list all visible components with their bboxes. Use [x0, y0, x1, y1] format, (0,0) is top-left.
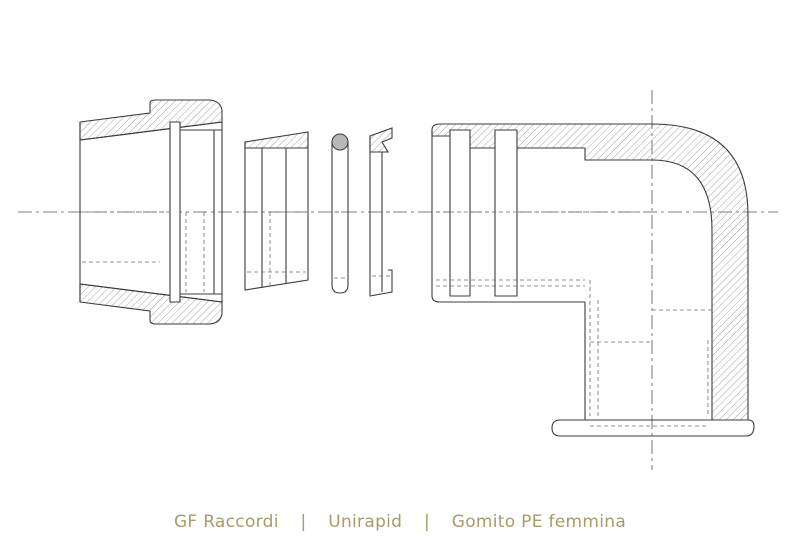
caption-brand: GF Raccordi — [173, 512, 279, 532]
o-ring — [332, 134, 348, 293]
clamping-nut — [80, 100, 222, 324]
caption-separator-2: | — [424, 512, 431, 532]
thrust-ring — [370, 128, 392, 296]
elbow-body — [432, 124, 754, 436]
caption-separator-1: | — [300, 512, 307, 532]
technical-drawing — [18, 90, 778, 470]
gripping-ring — [245, 132, 308, 290]
caption-product: Unirapid — [328, 512, 403, 532]
caption-item: Gomito PE femmina — [451, 512, 627, 532]
caption: GF Raccordi | Unirapid | Gomito PE femmi… — [0, 512, 800, 532]
